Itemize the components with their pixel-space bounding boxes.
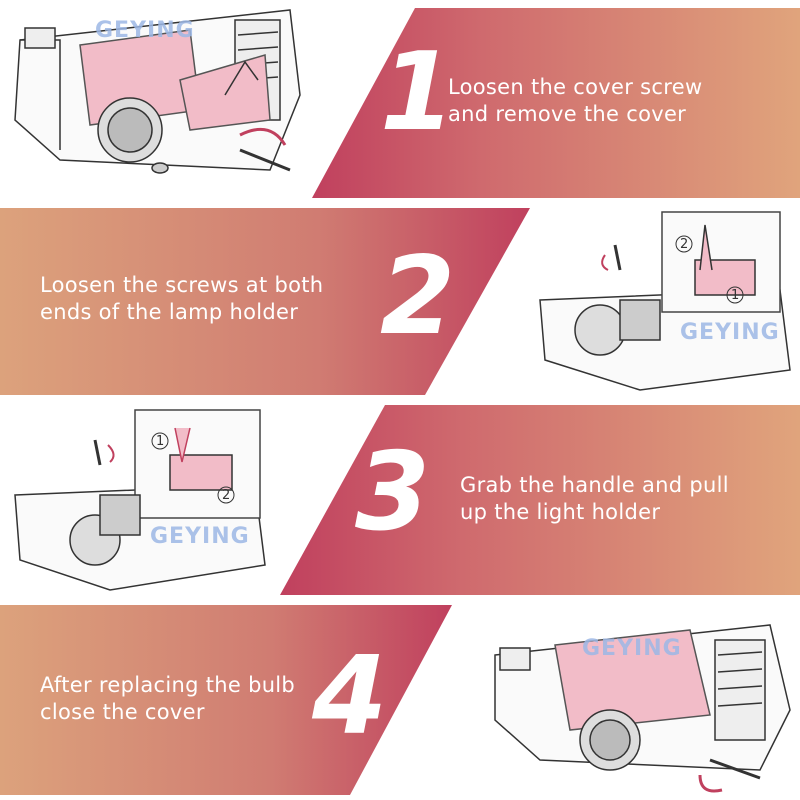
watermark: GEYING — [582, 636, 682, 661]
step-text: Loosen the cover screw and remove the co… — [448, 75, 703, 126]
watermark: GEYING — [95, 18, 195, 43]
step-2-band — [0, 208, 530, 395]
step-3: 1 2 GEYING 3 Grab the handle and pull up… — [0, 400, 800, 600]
step-4-graphic — [0, 605, 791, 795]
step-1-band — [312, 8, 800, 198]
callout-1: 1 — [156, 434, 164, 449]
projector-illustration — [539, 211, 791, 391]
step-2-graphic: 2 1 — [0, 208, 791, 395]
step-number: 2 — [380, 234, 456, 359]
projector-illustration — [14, 409, 266, 591]
step-3-graphic: 1 2 — [14, 405, 800, 595]
watermark: GEYING — [680, 320, 780, 345]
step-4-band — [0, 605, 452, 795]
lamp-cover — [554, 629, 711, 731]
step-2: 2 1 GEYING Loosen the screws at both end… — [0, 200, 800, 400]
step-text: After replacing the bulb close the cover — [40, 673, 296, 724]
step-text: Grab the handle and pull up the light ho… — [460, 473, 729, 524]
callout-2: 2 — [222, 488, 230, 503]
step-text: Loosen the screws at both ends of the la… — [40, 273, 324, 324]
step-number: 3 — [355, 430, 431, 555]
projector-illustration — [494, 624, 791, 793]
step-3-band — [280, 405, 800, 595]
rotate-arrow-icon — [698, 774, 723, 793]
screw-icon — [239, 148, 291, 172]
step-1: GEYING 1 Loosen the cover screw and remo… — [0, 0, 800, 200]
step-number: 1 — [380, 30, 456, 155]
screw-icon — [709, 758, 761, 780]
callout-1: 1 — [731, 288, 739, 303]
watermark: GEYING — [150, 524, 250, 549]
projector-illustration — [14, 9, 301, 174]
arrow-up-icon — [224, 60, 259, 96]
callout-2: 2 — [680, 237, 688, 252]
step-number: 4 — [312, 634, 388, 759]
step-1-graphic — [14, 8, 800, 198]
rotate-arrow-icon — [239, 127, 287, 146]
step-4: GEYING After replacing the bulb close th… — [0, 600, 800, 800]
